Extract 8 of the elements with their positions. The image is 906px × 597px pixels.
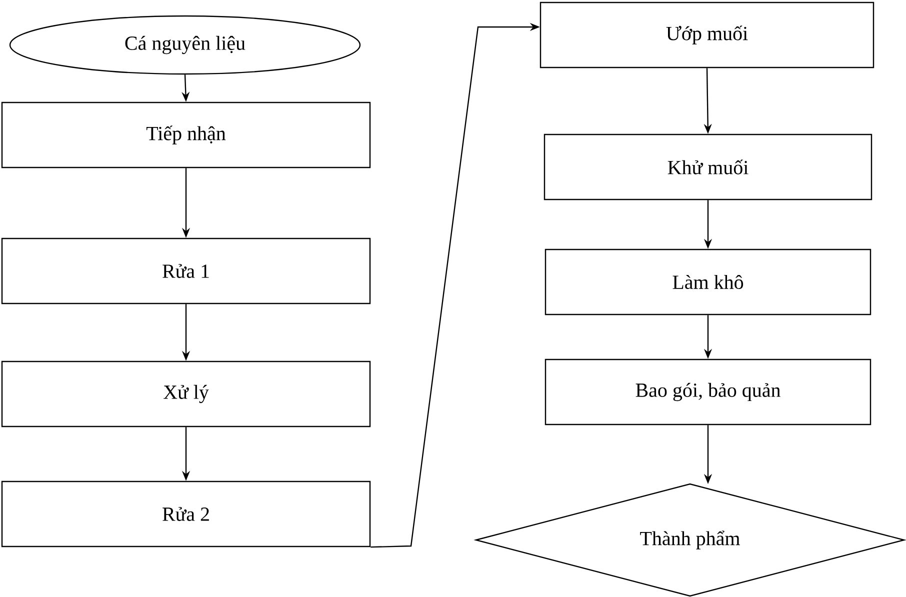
process-box: Khử muối [544, 134, 872, 200]
process-box: Làm khô [544, 248, 872, 316]
process-box: Rửa 2 [1, 480, 371, 548]
process-box: Xử lý [1, 360, 371, 428]
process-box: Bao gói, bảo quản [544, 358, 872, 426]
process-box: Ướp muối [540, 2, 874, 68]
process-box: Tiếp nhận [1, 102, 371, 168]
process-box: Rửa 1 [1, 238, 371, 304]
